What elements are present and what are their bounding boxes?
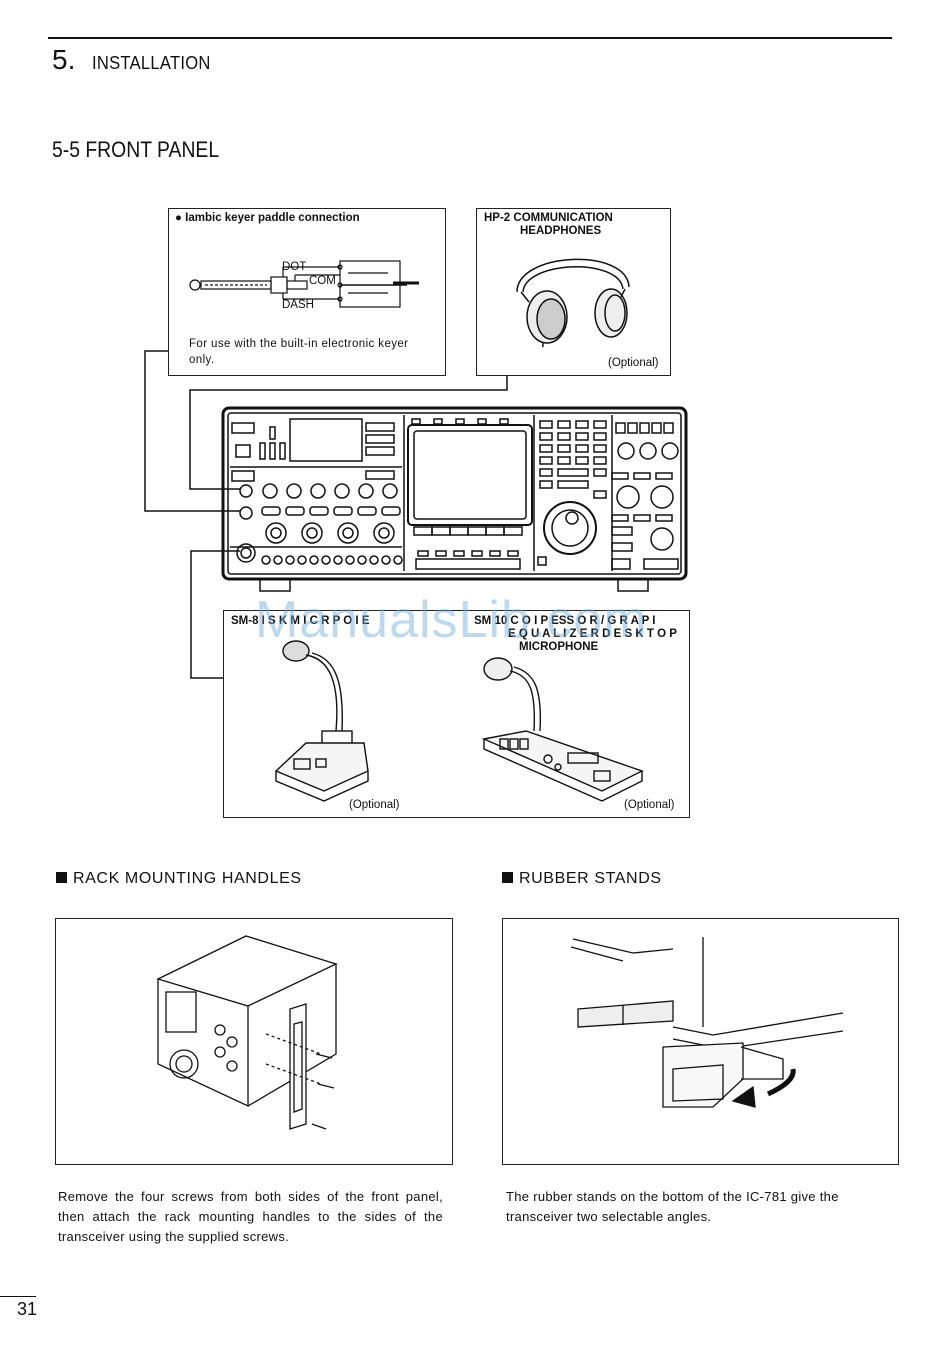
section-number: 5. [52, 44, 76, 75]
sm10-title: SM 10 C O I P ESS O R / G R A P I E Q U … [474, 615, 677, 654]
keyer-plug-diagram [189, 260, 419, 308]
sm10-title-line3: MICROPHONE [519, 641, 599, 653]
headphones-optional: (Optional) [608, 357, 659, 369]
rack-heading: RACK MOUNTING HANDLES [56, 870, 302, 888]
sm10-optional: (Optional) [624, 799, 675, 811]
headphones-title-line2: HEADPHONES [520, 225, 602, 237]
keyer-note: For use with the built-in electronic key… [189, 338, 409, 366]
sm8-optional: (Optional) [349, 799, 400, 811]
stands-text: The rubber stands on the bottom of the I… [506, 1189, 839, 1224]
headphones-title: HP-2 COMMUNICATION HEADPHONES [484, 212, 613, 238]
subsection-title: 5-5 FRONT PANEL [52, 137, 220, 162]
rack-handle-illustration [156, 935, 338, 1130]
stands-illustration-box [502, 918, 899, 1165]
keyer-box-title: ● Iambic keyer paddle connection [175, 212, 360, 224]
dot-label: DOT [282, 261, 307, 273]
rubber-stand-illustration [570, 937, 844, 1108]
stands-heading: RUBBER STANDS [502, 870, 662, 888]
stands-heading-text: RUBBER STANDS [519, 870, 662, 887]
sm10-title-line2: E Q U A L I Z E R D E S K T O P [508, 628, 677, 640]
rack-heading-text: RACK MOUNTING HANDLES [73, 870, 302, 887]
rack-illustration-box [55, 918, 453, 1165]
rack-text: Remove the four screws from both sides o… [58, 1189, 443, 1244]
watermark: ManualsLib.com [255, 591, 648, 649]
keyer-title-text: Iambic keyer paddle connection [185, 212, 360, 224]
page-number-rule [0, 1296, 36, 1297]
section-title: INSTALLATION [92, 53, 211, 73]
dash-label: DASH [282, 299, 314, 311]
page-number: 31 [17, 1299, 38, 1319]
square-bullet-icon [56, 872, 67, 883]
sm10-title-line1: SM 10 C O I P ESS O R / G R A P I [474, 615, 656, 627]
microphones-illustration [274, 640, 644, 802]
sm8-title: SM-8 I S K M I C R P O I E [231, 615, 370, 627]
com-label: COM [309, 275, 336, 287]
square-bullet-icon [502, 872, 513, 883]
keyer-connection-box: ● Iambic keyer paddle connection DOT COM… [168, 208, 446, 376]
microphones-box: SM-8 I S K M I C R P O I E SM 10 C O I P… [223, 610, 690, 818]
headphones-title-line1: HP-2 COMMUNICATION [484, 212, 613, 224]
transceiver-front-panel [221, 406, 688, 592]
headphones-box: HP-2 COMMUNICATION HEADPHONES (Optional) [476, 208, 671, 376]
header-rule [48, 37, 892, 39]
headphones-illustration [516, 258, 630, 347]
